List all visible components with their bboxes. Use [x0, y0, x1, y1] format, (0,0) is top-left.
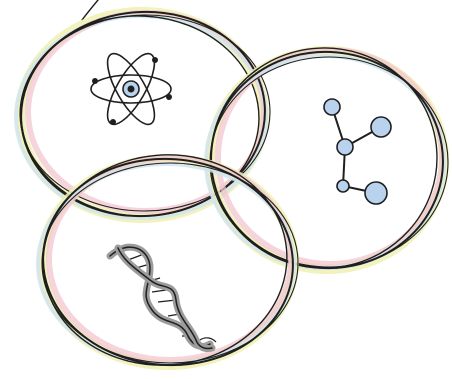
atom-icon — [91, 47, 172, 130]
circle-biology — [34, 145, 300, 375]
circle-physics — [14, 4, 272, 225]
circle-chemistry — [202, 42, 452, 277]
dna-helix-icon — [110, 246, 216, 349]
molecule-icon — [324, 99, 391, 204]
